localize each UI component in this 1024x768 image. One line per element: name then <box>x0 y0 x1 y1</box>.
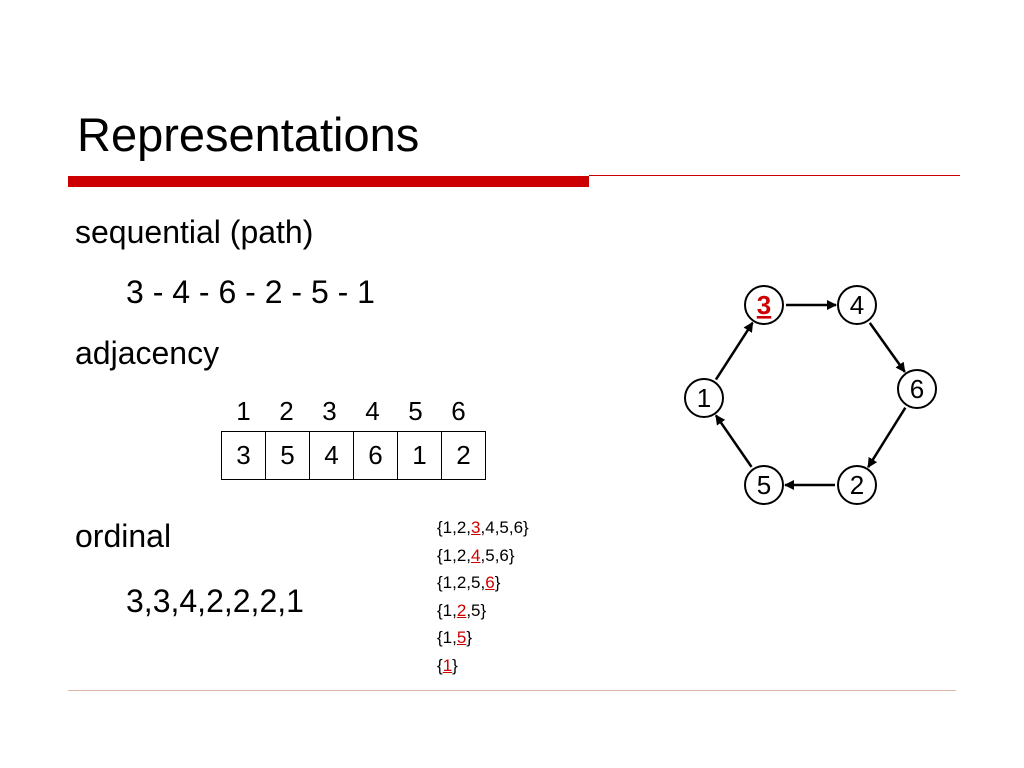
graph-node-2: 2 <box>837 465 877 505</box>
graph-node-circle <box>837 465 877 505</box>
graph-node-label: 3 <box>757 290 771 320</box>
graph-node-label: 2 <box>850 470 864 500</box>
graph-node-1: 1 <box>684 378 724 418</box>
footer-rule <box>68 690 956 691</box>
adjacency-table: 3 5 4 6 1 2 <box>221 431 486 480</box>
ordinal-set-line: {1,5} <box>437 628 473 647</box>
set-highlight: 2 <box>456 600 467 620</box>
ordinal-set-line: {1,2,3,4,5,6} <box>437 518 529 537</box>
slide-title: Representations <box>77 108 420 161</box>
graph-node-label: 4 <box>850 290 864 320</box>
ordinal-sequence: 3,3,4,2,2,2,1 <box>126 583 304 619</box>
graph-node-label: 1 <box>697 383 711 413</box>
graph-node-5: 5 <box>744 465 784 505</box>
title-underline-thin <box>589 175 960 176</box>
adjacency-index: 5 <box>408 396 423 426</box>
graph-edge-1-3 <box>714 321 754 381</box>
adjacency-index: 1 <box>236 396 251 426</box>
ordinal-sets: {1,2,3,4,5,6} {1,2,4,5,6} {1,2,5,6} {1,2… <box>437 514 529 679</box>
set-highlight: 5 <box>456 628 467 647</box>
graph-node-6: 6 <box>897 369 937 409</box>
ordinal-heading: ordinal <box>75 518 172 554</box>
graph-node-label: 6 <box>910 374 924 404</box>
graph-node-circle <box>684 378 724 418</box>
adjacency-index: 6 <box>451 396 466 426</box>
graph-diagram: 3 4 6 2 5 1 <box>684 285 937 505</box>
graph-node-circle <box>837 285 877 325</box>
adjacency-cell: 4 <box>310 432 354 479</box>
graph-node-circle <box>744 465 784 505</box>
ordinal-set-line: {1,2,5,6} <box>437 573 501 592</box>
title-underline-thick <box>68 176 589 187</box>
sequential-path: 3 - 4 - 6 - 2 - 5 - 1 <box>126 274 375 310</box>
set-highlight: 6 <box>485 573 495 592</box>
graph-edge-6-2 <box>867 406 907 469</box>
graph-node-circle <box>897 369 937 409</box>
graph-edge-5-1 <box>714 414 753 468</box>
sequential-heading: sequential (path) <box>75 214 314 250</box>
graph-edge-4-6 <box>868 322 906 373</box>
ordinal-set-line: {1,2,5} <box>437 600 487 620</box>
adjacency-heading: adjacency <box>75 335 220 371</box>
graph-node-circle <box>744 285 784 325</box>
adjacency-cell: 6 <box>354 432 398 479</box>
set-highlight: 4 <box>471 545 481 565</box>
adjacency-index-row: 1 2 3 4 5 6 <box>222 396 480 426</box>
graph-node-3: 3 <box>744 285 784 325</box>
adjacency-cell: 5 <box>266 432 310 479</box>
adjacency-index: 2 <box>279 396 294 426</box>
adjacency-cell: 1 <box>398 432 442 479</box>
ordinal-set-line: {1} <box>437 655 458 675</box>
ordinal-set-line: {1,2,4,5,6} <box>437 545 515 565</box>
adjacency-cell: 3 <box>222 432 266 479</box>
set-highlight: 1 <box>442 655 453 675</box>
adjacency-index: 3 <box>322 396 337 426</box>
adjacency-cell: 2 <box>456 440 471 470</box>
adjacency-index: 4 <box>365 396 380 426</box>
graph-node-label: 5 <box>757 470 771 500</box>
set-highlight: 3 <box>471 518 481 537</box>
graph-node-4: 4 <box>837 285 877 325</box>
